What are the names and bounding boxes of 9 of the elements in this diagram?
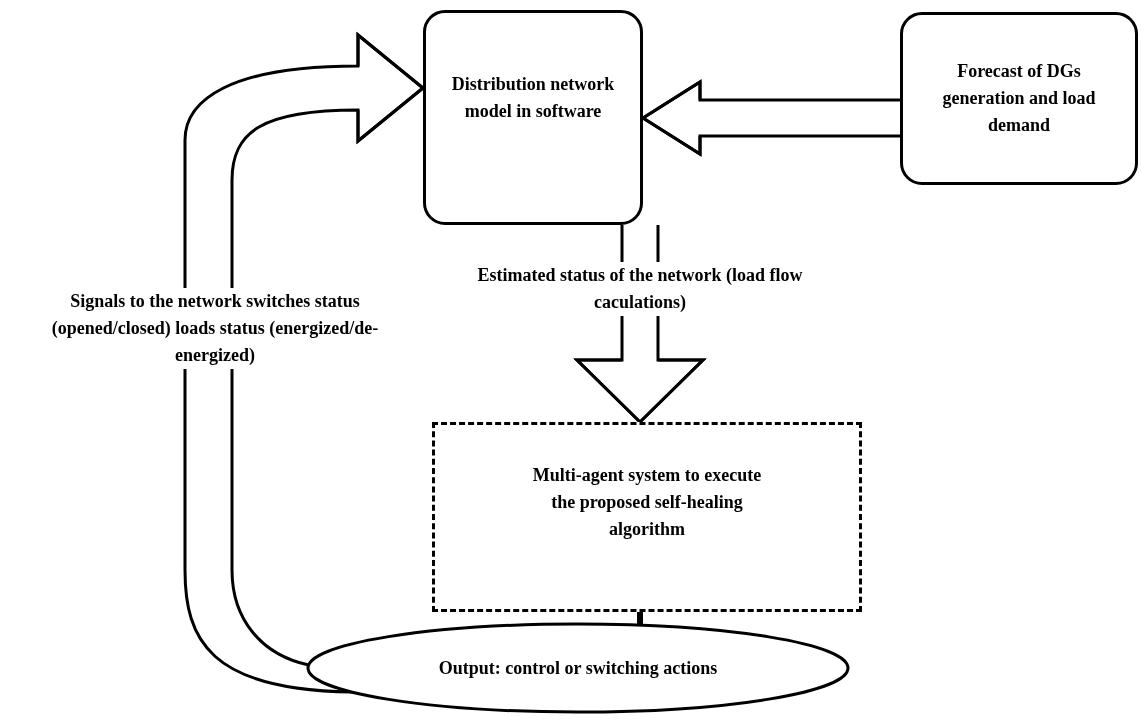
- node-text: Output: control or switching actions: [437, 656, 719, 680]
- process-box: [423, 10, 643, 225]
- node-text: Distribution network model in software: [450, 72, 616, 123]
- process-box: [432, 422, 862, 612]
- node-text: Forecast of DGs generation and load demand: [941, 60, 1097, 137]
- output-ellipse: [306, 622, 850, 714]
- node-text: Multi-agent system to execute the proposed self-healing algorithm: [531, 463, 763, 541]
- connector-line: [637, 612, 643, 624]
- process-box: [900, 12, 1138, 185]
